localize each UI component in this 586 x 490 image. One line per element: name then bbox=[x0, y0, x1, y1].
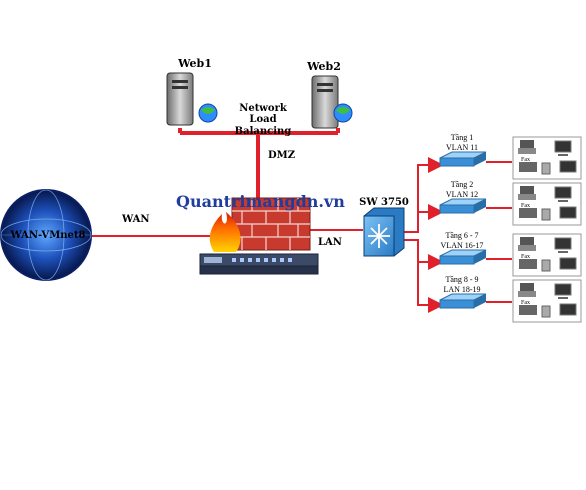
core-to-floor4-link bbox=[417, 262, 444, 313]
floor1-switch-icon bbox=[439, 151, 487, 167]
fax-icon bbox=[519, 305, 537, 315]
floor4-devices: Fax bbox=[512, 279, 582, 323]
pc-tower-icon bbox=[541, 162, 551, 175]
wan-cloud: WAN-VMnet8 bbox=[0, 189, 92, 281]
monitor-icon bbox=[554, 140, 572, 153]
pc-tower-icon bbox=[541, 305, 551, 318]
floor1-line2: VLAN 11 bbox=[446, 143, 478, 152]
monitor-icon bbox=[554, 283, 572, 296]
floor2-switch-icon bbox=[439, 198, 487, 214]
floor3-devices: Fax bbox=[512, 233, 582, 277]
watermark-text: Quantrimangdn.vn bbox=[176, 192, 345, 211]
fax-label: Fax bbox=[521, 203, 530, 209]
brick-wall-icon bbox=[231, 197, 311, 251]
monitor-icon bbox=[559, 160, 577, 173]
floor4-line2: LAN 18-19 bbox=[443, 285, 480, 294]
pc-tower-icon bbox=[541, 259, 551, 272]
monitor-icon bbox=[559, 257, 577, 270]
firewall bbox=[199, 197, 319, 275]
monitor-icon bbox=[554, 186, 572, 199]
printer-icon bbox=[520, 283, 534, 293]
core-to-floor3-link bbox=[404, 239, 444, 270]
monitor-icon bbox=[559, 303, 577, 316]
fax-icon bbox=[519, 208, 537, 218]
web1-server: Web1 bbox=[166, 57, 218, 126]
links bbox=[92, 128, 512, 313]
floor2-line1: Tầng 2 bbox=[451, 180, 473, 189]
fax-label: Fax bbox=[521, 254, 530, 260]
device-groups: Fax Fax Fax bbox=[512, 136, 582, 323]
core-to-floor1-link bbox=[404, 157, 444, 233]
nlb-line-2: Load bbox=[249, 114, 276, 125]
fax-label: Fax bbox=[521, 300, 530, 306]
floor4-line1: Tầng 8 - 9 bbox=[445, 275, 478, 284]
floor1-line1: Tầng 1 bbox=[451, 133, 473, 142]
nlb-line-1: Network bbox=[239, 103, 288, 114]
lan-label: LAN bbox=[318, 237, 342, 248]
floor2-line2: VLAN 12 bbox=[446, 190, 478, 199]
floor-labels: Tầng 1 VLAN 11 Tầng 2 VLAN 12 Tầng 6 - 7… bbox=[441, 133, 484, 294]
fax-icon bbox=[519, 162, 537, 172]
distribution-switches bbox=[439, 151, 487, 309]
web1-label: Web1 bbox=[177, 57, 212, 70]
nlb-line-3: Balancing bbox=[235, 126, 292, 137]
core-switch: SW 3750 bbox=[359, 197, 409, 257]
floor2-devices: Fax bbox=[512, 182, 582, 226]
floor3-line2: VLAN 16-17 bbox=[441, 241, 484, 250]
wan-label: WAN bbox=[121, 214, 150, 225]
monitor-icon bbox=[554, 237, 572, 250]
floor3-line1: Tầng 6 - 7 bbox=[445, 231, 478, 240]
cloud-label: WAN-VMnet8 bbox=[10, 230, 86, 241]
pc-tower-icon bbox=[541, 208, 551, 221]
fax-icon bbox=[519, 259, 537, 269]
printer-icon bbox=[520, 186, 534, 196]
printer-icon bbox=[520, 140, 534, 150]
monitor-icon bbox=[559, 206, 577, 219]
core-switch-label: SW 3750 bbox=[359, 197, 409, 208]
core-to-floor2-link bbox=[417, 200, 444, 220]
web2-server: Web2 bbox=[306, 60, 353, 129]
floor1-devices: Fax bbox=[512, 136, 582, 180]
web2-label: Web2 bbox=[306, 60, 341, 73]
flame-icon bbox=[209, 212, 241, 252]
nlb-label: Network Load Balancing bbox=[235, 103, 292, 137]
dmz-label: DMZ bbox=[268, 150, 295, 161]
printer-icon bbox=[520, 237, 534, 247]
floor4-switch-icon bbox=[439, 293, 487, 309]
fax-label: Fax bbox=[521, 157, 530, 163]
floor3-switch-icon bbox=[439, 249, 487, 265]
